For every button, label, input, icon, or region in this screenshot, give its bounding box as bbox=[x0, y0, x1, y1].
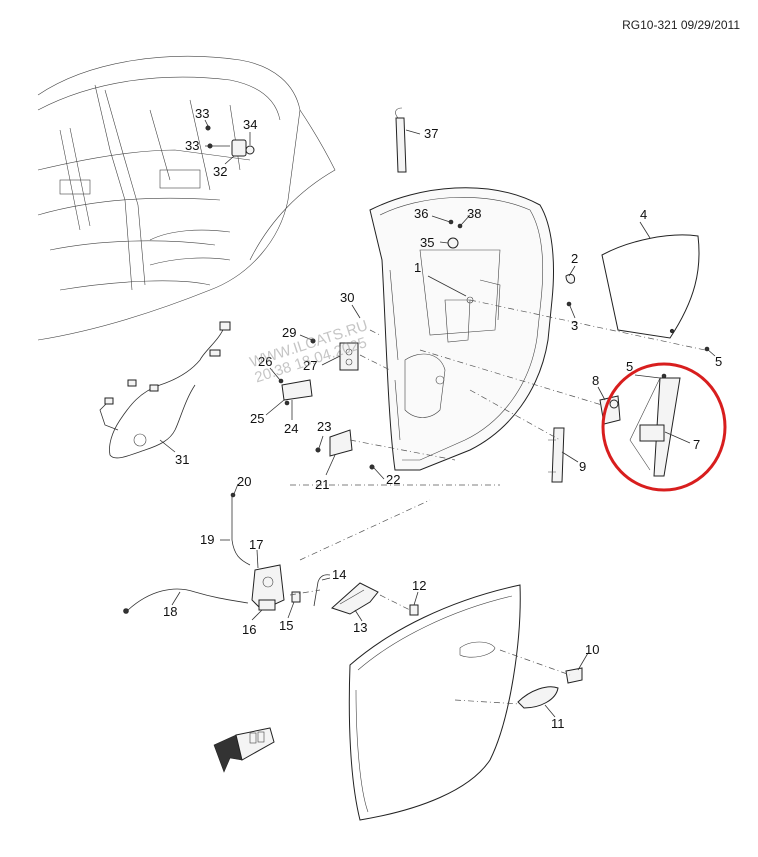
door-outer-panel bbox=[348, 584, 521, 821]
callout-27: 27 bbox=[303, 358, 317, 373]
callout-35: 35 bbox=[420, 235, 434, 250]
callout-29: 29 bbox=[282, 325, 296, 340]
callout-14: 14 bbox=[332, 567, 346, 582]
front-direction-arrow-icon bbox=[213, 727, 275, 773]
callout-22: 22 bbox=[386, 472, 400, 487]
door-latch bbox=[251, 564, 301, 611]
outside-handle-bracket bbox=[313, 574, 419, 616]
callout-34: 34 bbox=[243, 117, 257, 132]
callout-36: 36 bbox=[414, 206, 428, 221]
callout-31: 31 bbox=[175, 452, 189, 467]
callout-21: 21 bbox=[315, 477, 329, 492]
callout-33a: 33 bbox=[195, 106, 209, 121]
lock-cables bbox=[123, 492, 251, 614]
callout-33b: 33 bbox=[185, 138, 199, 153]
callout-24: 24 bbox=[284, 421, 298, 436]
callout-15: 15 bbox=[279, 618, 293, 633]
wiring-harness bbox=[99, 321, 231, 459]
callout-23: 23 bbox=[317, 419, 331, 434]
callout-37: 37 bbox=[424, 126, 438, 141]
callout-18: 18 bbox=[163, 604, 177, 619]
callout-11: 11 bbox=[551, 716, 565, 731]
callout-13: 13 bbox=[353, 620, 367, 635]
vehicle-body-illustration bbox=[37, 56, 336, 341]
callout-10: 10 bbox=[585, 642, 599, 657]
callout-8: 8 bbox=[592, 373, 599, 388]
callout-7: 7 bbox=[693, 437, 700, 452]
highlight-circle bbox=[601, 362, 727, 492]
callout-2: 2 bbox=[571, 251, 578, 266]
callout-16: 16 bbox=[242, 622, 256, 637]
window-channel bbox=[395, 107, 407, 173]
window-regulator bbox=[599, 373, 681, 477]
callout-5b: 5 bbox=[715, 354, 722, 369]
callout-5a: 5 bbox=[626, 359, 633, 374]
outside-door-handle bbox=[517, 667, 583, 709]
leader-lines bbox=[159, 129, 716, 718]
callout-26: 26 bbox=[258, 354, 272, 369]
upper-hinge-parts bbox=[204, 119, 255, 165]
callout-9: 9 bbox=[579, 459, 586, 474]
assembly-lines bbox=[289, 299, 706, 705]
callout-30: 30 bbox=[340, 290, 354, 305]
callout-labels: 1 2 3 4 5 5 7 8 9 10 11 12 13 14 15 16 1… bbox=[163, 106, 722, 731]
door-inner-panel bbox=[369, 187, 554, 471]
callout-38: 38 bbox=[467, 206, 481, 221]
callout-32: 32 bbox=[213, 164, 227, 179]
callout-4: 4 bbox=[640, 207, 647, 222]
callout-12: 12 bbox=[412, 578, 426, 593]
callout-19: 19 bbox=[200, 532, 214, 547]
hinge-assembly bbox=[278, 338, 375, 470]
callout-1: 1 bbox=[414, 260, 421, 275]
callout-25: 25 bbox=[250, 411, 264, 426]
right-fasteners bbox=[565, 273, 575, 307]
callout-3: 3 bbox=[571, 318, 578, 333]
callout-20: 20 bbox=[237, 474, 251, 489]
document-reference: RG10-321 09/29/2011 bbox=[622, 18, 740, 32]
window-glass bbox=[601, 234, 710, 352]
upper-fasteners bbox=[447, 219, 463, 249]
callout-17: 17 bbox=[249, 537, 263, 552]
rear-guide-rail bbox=[548, 427, 565, 483]
